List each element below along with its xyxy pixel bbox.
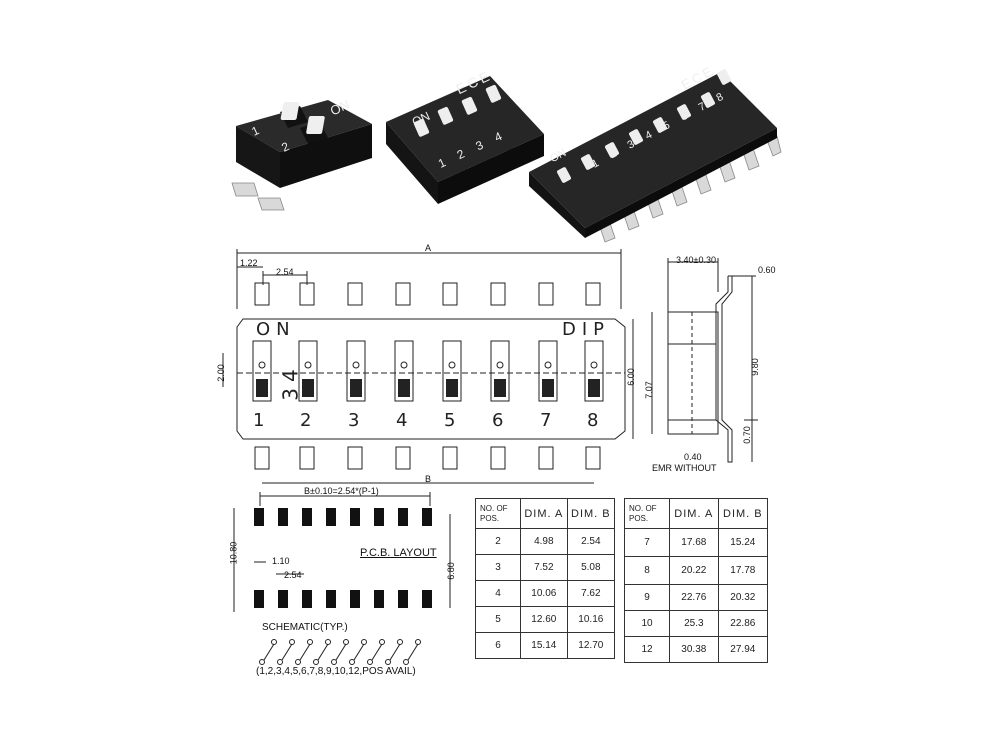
- photo-2pos-switch: [231, 100, 372, 211]
- schematic-label: SCHEMATIC(TYP.): [262, 622, 348, 633]
- photo-8pos-switch: [529, 69, 782, 243]
- dim-b-label: B: [425, 474, 432, 484]
- switch-number-3: 3: [348, 410, 360, 431]
- dim-a-label: A: [425, 243, 432, 253]
- table-cell: 7: [624, 528, 670, 557]
- side-060-label: 0.60: [758, 265, 776, 275]
- model-label: 34: [278, 363, 303, 401]
- pcb-layout-drawing: [233, 492, 451, 612]
- table-cell: 2.54: [566, 528, 616, 555]
- switch-number-1: 1: [253, 410, 265, 431]
- switch-number-2: 2: [300, 410, 312, 431]
- top-view-drawing: [222, 249, 634, 484]
- table-cell: 15.14: [520, 632, 568, 659]
- table-cell: 2: [475, 528, 521, 555]
- table-cell: 5: [475, 606, 521, 633]
- table-cell: 10.06: [520, 580, 568, 607]
- side-view-drawing: [651, 258, 758, 463]
- table-cell: 7.62: [566, 580, 616, 607]
- dim-200-label: 2.00: [215, 364, 226, 382]
- table-header: DIM. A: [520, 498, 568, 529]
- table-header: DIM. B: [717, 498, 769, 529]
- dim-254-label: 2.54: [276, 267, 294, 277]
- switch-number-7: 7: [540, 410, 552, 431]
- table-cell: 15.24: [717, 528, 769, 557]
- table-header: DIM. A: [669, 498, 719, 529]
- table-header: DIM. B: [566, 498, 616, 529]
- table-cell: 9: [624, 584, 670, 611]
- table-cell: 7.52: [520, 554, 568, 581]
- switch-number-4: 4: [396, 410, 408, 431]
- table-cell: 22.86: [717, 610, 769, 637]
- side-note-label: EMR WITHOUT: [652, 463, 717, 473]
- table-cell: 17.78: [717, 556, 769, 585]
- switch-number-5: 5: [444, 410, 456, 431]
- side-040-label: 0.40: [684, 452, 702, 462]
- table-cell: 22.76: [669, 584, 719, 611]
- table-cell: 3: [475, 554, 521, 581]
- pcb-b-formula: B±0.10=2.54*(P-1): [304, 486, 379, 496]
- table-cell: 20.32: [717, 584, 769, 611]
- schematic-avail-note: (1,2,3,4,5,6,7,8,9,10,12,POS AVAIL): [256, 666, 416, 677]
- table-cell: 4: [475, 580, 521, 607]
- table-cell: 6: [475, 632, 521, 659]
- on-label: ON: [256, 319, 296, 340]
- table-cell: 12: [624, 636, 670, 663]
- switch-number-6: 6: [492, 410, 504, 431]
- table-header: NO. OF POS.: [475, 498, 521, 529]
- table-cell: 27.94: [717, 636, 769, 663]
- table-cell: 10: [624, 610, 670, 637]
- table-cell: 10.16: [566, 606, 616, 633]
- side-070-label: 0.70: [741, 426, 752, 444]
- pcb-dim-110: 1.10: [272, 556, 290, 566]
- side-980-label: 9.80: [749, 358, 760, 376]
- pcb-dim-254: 2.54: [284, 570, 302, 580]
- table-cell: 30.38: [669, 636, 719, 663]
- dim-600-label: 6.00: [625, 368, 636, 386]
- pcb-title: P.C.B. LAYOUT: [360, 547, 437, 559]
- switch-number-8: 8: [587, 410, 599, 431]
- table-cell: 8: [624, 556, 670, 585]
- pcb-dim-680: 6.80: [445, 562, 456, 580]
- side-340-label: 3.40±0.30: [676, 255, 716, 265]
- table-header: NO. OF POS.: [624, 498, 670, 529]
- pcb-dim-1080: 10.80: [228, 541, 239, 565]
- table-cell: 17.68: [669, 528, 719, 557]
- table-cell: 4.98: [520, 528, 568, 555]
- schematic-symbols: [259, 639, 421, 665]
- table-cell: 20.22: [669, 556, 719, 585]
- table-cell: 12.70: [566, 632, 616, 659]
- table-cell: 12.60: [520, 606, 568, 633]
- table-cell: 5.08: [566, 554, 616, 581]
- table-cell: 25.3: [669, 610, 719, 637]
- photo-4pos-switch: [386, 76, 544, 204]
- dim-122-label: 1.22: [240, 258, 258, 268]
- dip-label: DIP: [562, 319, 611, 340]
